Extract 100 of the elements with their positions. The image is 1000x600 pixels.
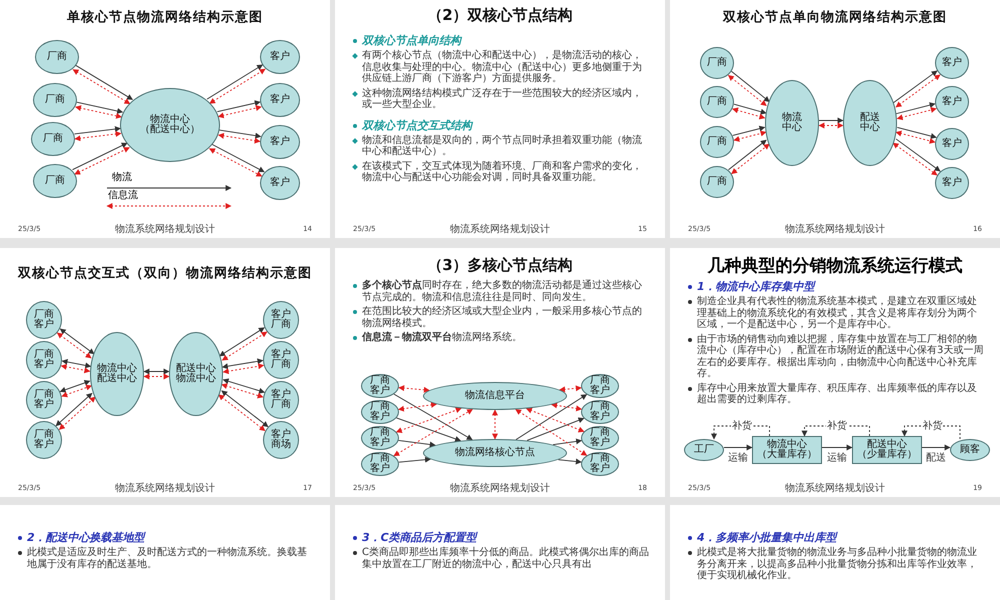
- slide-panel: [0, 248, 330, 497]
- section-heading: 3．C类商品后方配置型: [351, 531, 651, 545]
- node-label: （大量库存）: [757, 450, 817, 460]
- node-label: 物流中心: [767, 440, 807, 450]
- slide-title: 单核心节点物流网络结构示意图: [67, 8, 263, 26]
- arrow: [732, 126, 766, 136]
- ellipse-node: [260, 83, 300, 117]
- node-label: 厂商: [45, 176, 65, 186]
- node-label: 厂商: [590, 428, 610, 438]
- ellipse-node: [361, 426, 399, 450]
- node-label: 厂商: [370, 376, 390, 386]
- arrow: [60, 364, 90, 374]
- node-label: 厂商: [34, 350, 54, 360]
- slide-panel: [0, 0, 330, 238]
- ellipse-node: [31, 122, 75, 156]
- ellipse-node: [361, 452, 399, 476]
- arrow: [398, 385, 430, 393]
- arrow: [711, 426, 770, 440]
- node-label: 厂商: [47, 52, 67, 62]
- arrow: [143, 368, 170, 374]
- node-label: 客户: [270, 52, 290, 62]
- node-label: 客户: [942, 138, 962, 150]
- node-label: （少量库存）: [857, 450, 917, 460]
- node-label: 客户: [271, 310, 291, 320]
- arrow: [72, 142, 128, 170]
- slide-title: （3）多核心节点结构: [427, 256, 573, 275]
- legend-label: 信息流: [108, 190, 138, 201]
- node-label: 配送中心: [859, 112, 881, 134]
- ellipse-node: [950, 439, 990, 461]
- node-label: 客户: [34, 360, 54, 370]
- arrow: [222, 358, 264, 370]
- ellipse-node: [700, 166, 734, 198]
- arrow: [896, 138, 941, 172]
- arrow: [396, 407, 462, 433]
- ellipse-node: [26, 421, 62, 459]
- node-label: 厂商: [271, 360, 291, 370]
- node-label: 客户: [270, 178, 290, 188]
- node-label: （配送中心）: [140, 125, 200, 136]
- arrow: [75, 105, 122, 119]
- arrow: [74, 147, 130, 175]
- node-label: 物流中心: [97, 364, 137, 374]
- ellipse-node: [700, 126, 734, 158]
- ellipse-node: [35, 40, 79, 74]
- node-label: 厂商: [370, 454, 390, 464]
- node-label: 客户: [370, 438, 390, 448]
- footer-text: 物流系统网络规划设计: [785, 224, 885, 235]
- arrow: [209, 148, 262, 177]
- arrow: [896, 74, 941, 108]
- arrow: [902, 426, 960, 440]
- arrow: [74, 126, 121, 134]
- node-label: 厂商: [590, 402, 610, 412]
- bullet-text: 在该模式下，交互式体现为随着环境、厂商和客户需求的变化，物流中心与配送中心功能会对调，同时具备双重功能。: [351, 160, 651, 184]
- node-label: 客户: [34, 400, 54, 410]
- arrow: [892, 142, 938, 176]
- arrow: [526, 417, 584, 441]
- arrow: [492, 409, 498, 440]
- arrow: [922, 444, 951, 450]
- arrow: [218, 132, 261, 144]
- footer-text: 物流系统网络规划设计: [115, 483, 215, 494]
- ellipse-node: [26, 301, 62, 339]
- arrow: [396, 417, 462, 442]
- bullet-text: 由于市场的销售动向难以把握，库存集中放置在与工厂相邻的物流中心（库存中心），配置在市场附近的配送中心保有3天或一周左右的必要库存。根据出库动向，由物流中心向配送中心补充库存。: [686, 334, 986, 380]
- ellipse-node: [935, 167, 969, 199]
- ellipse-node: [33, 83, 77, 117]
- bullet-text: 此模式是适应及时生产、及时配送方式的一种物流系统。换载基地属于没有库存的配送基地。: [16, 547, 316, 570]
- slide-panel: [670, 0, 1000, 238]
- slide-title: 双核心节点交互式（双向）物流网络结构示意图: [18, 264, 312, 282]
- bullet-text: 这种物流网络结构模式广泛存在于一些范围较大的经济区域内，或一些大型企业。: [351, 88, 651, 110]
- node-label: 厂商: [370, 428, 390, 438]
- ellipse-node: [260, 125, 300, 159]
- bullet-text: 制造企业具有代表性的物流系统基本模式，是建立在双重区域处理基础上的物流系统化的有效模式，其含义是将库存划分为两个区域，一个是配送中心，另一个是库存中心。: [686, 296, 986, 330]
- bullet-text: 物流和信息流都是双向的，两个节点同时承担着双重功能（物流中心和配送中心）。: [351, 134, 651, 158]
- node-label: 客户: [942, 58, 962, 68]
- arrow: [62, 359, 92, 368]
- edge-label: 补货: [826, 420, 848, 432]
- arrow: [552, 438, 582, 446]
- ellipse-node: [263, 301, 299, 339]
- slide-title: （2）双核心节点结构: [427, 6, 573, 25]
- arrow: [818, 118, 844, 124]
- slide-panel: [0, 505, 330, 600]
- section-heading: 双核心节点交互式结构: [351, 118, 651, 132]
- footer-text: 物流系统网络规划设计: [115, 224, 215, 235]
- section-heading: 双核心节点单向结构: [351, 34, 651, 48]
- slide-panel: [335, 248, 665, 497]
- ellipse-node: [935, 47, 969, 79]
- node-label: 厂商: [34, 430, 54, 440]
- arrow: [394, 394, 473, 440]
- ellipse-node: [581, 426, 619, 450]
- node-label: 厂商: [271, 320, 291, 330]
- arrow: [516, 394, 588, 440]
- arrow: [398, 456, 431, 463]
- arrow: [896, 102, 936, 114]
- bullet-text: 库存中心用来放置大量库存、积压库存、出库频率低的库存以及超出需要的过剩库存。: [686, 382, 986, 406]
- node-label: 客户: [271, 350, 291, 360]
- bullet-text: 有两个核心节点（物流中心和配送中心），是物流活动的核心，信息收集与处理的中心。物流中心（配送中心）更多地侧重于为供应链上游厂商（下游客户）方面提供服务。: [351, 50, 651, 84]
- arrow: [896, 126, 937, 139]
- section-heading: 2．配送中心换载基地型: [16, 531, 316, 545]
- slide-panel: [335, 505, 665, 600]
- node-label: 厂商: [34, 390, 54, 400]
- node-label: 客户: [590, 386, 610, 396]
